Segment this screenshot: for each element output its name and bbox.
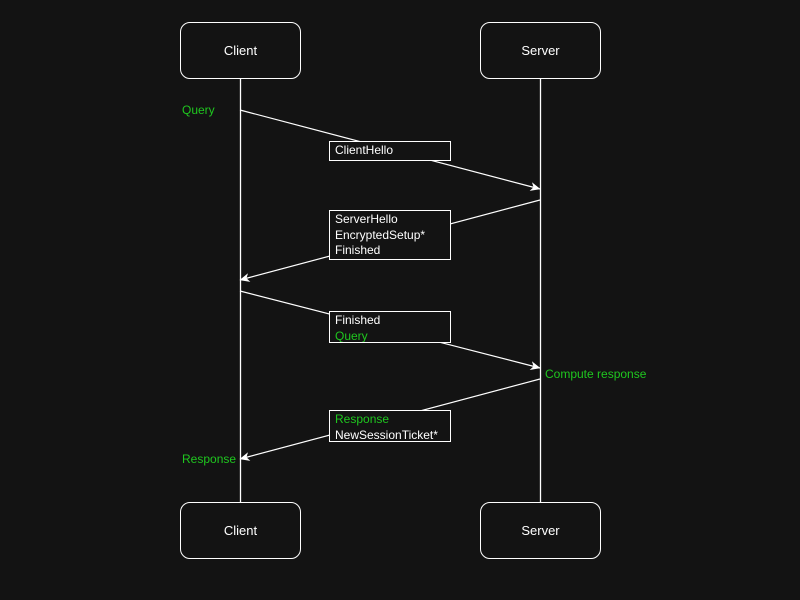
message-line: EncryptedSetup*	[335, 227, 426, 242]
actor-client-top-label: Client	[223, 43, 258, 58]
message-line: Finished	[335, 243, 381, 257]
actor-server-bottom: Server	[480, 502, 601, 559]
message-finished-query: Finished Query	[329, 311, 451, 343]
message-line: NewSessionTicket*	[335, 427, 438, 442]
actor-server-top: Server	[480, 22, 601, 79]
actor-client-top: Client	[180, 22, 301, 79]
message-client-hello: ClientHello	[329, 141, 451, 161]
actor-server-top-label: Server	[521, 43, 560, 58]
message-line: ClientHello	[335, 143, 394, 157]
message-line: ServerHello	[335, 212, 398, 226]
message-line: Response	[335, 412, 390, 426]
message-server-hello: ServerHello EncryptedSetup* Finished	[329, 210, 451, 260]
message-line: Query	[335, 328, 368, 343]
actor-client-bottom-label: Client	[223, 523, 258, 538]
actor-client-bottom: Client	[180, 502, 301, 559]
message-line: Finished	[335, 313, 381, 327]
annotation-compute-response: Compute response	[545, 367, 647, 381]
message-response-ticket: Response NewSessionTicket*	[329, 410, 451, 442]
actor-server-bottom-label: Server	[521, 523, 560, 538]
annotation-response: Response	[182, 452, 237, 466]
annotation-query: Query	[182, 103, 215, 117]
